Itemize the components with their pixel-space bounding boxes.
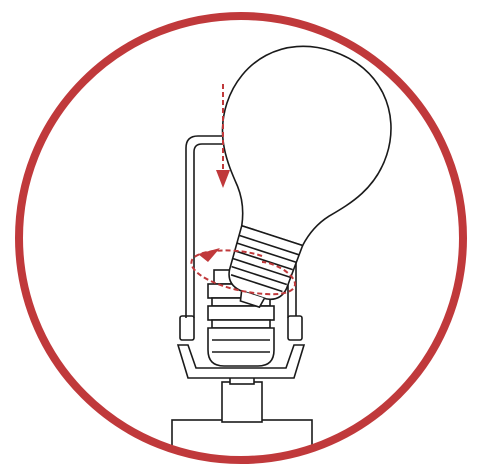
circle-frame xyxy=(15,12,467,464)
light-bulb-icon xyxy=(221,45,392,309)
rotate-arrow-icon xyxy=(190,248,296,296)
down-arrow-icon xyxy=(216,84,230,188)
